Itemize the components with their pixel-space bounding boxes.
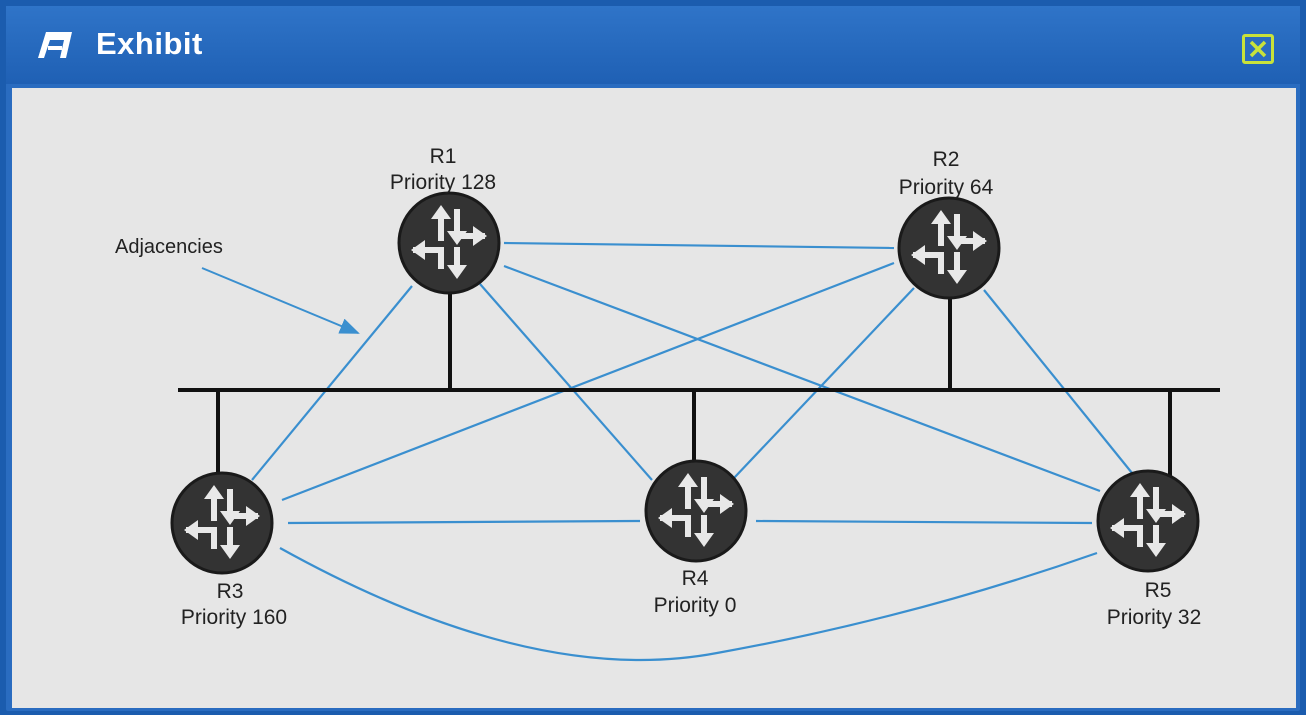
- router-icon: [1096, 469, 1200, 573]
- close-button[interactable]: [1242, 34, 1274, 64]
- router-r2-priority: Priority 64: [899, 176, 994, 199]
- adjacency-r1-r3: [251, 285, 413, 481]
- adjacency-r2-r4: [733, 287, 915, 479]
- router-r1-priority: Priority 128: [390, 171, 496, 194]
- router-icon: [644, 459, 748, 563]
- annotation-arrow: [201, 267, 360, 334]
- router-r3: [170, 471, 274, 575]
- title-bar: Exhibit: [6, 6, 1300, 84]
- router-r3-name: R3: [217, 580, 244, 603]
- network-diagram: Adjacencies: [115, 145, 1220, 662]
- exhibit-icon: [38, 32, 72, 58]
- router-r5-name: R5: [1145, 579, 1172, 602]
- adjacency-r3-r4: [287, 519, 641, 525]
- exhibit-window: Exhibit: [6, 6, 1300, 711]
- window-title: Exhibit: [96, 26, 203, 61]
- router-r4: [644, 459, 748, 563]
- adjacency-r4-r5: [755, 519, 1093, 525]
- router-icon: [897, 196, 1001, 300]
- router-r1-name: R1: [430, 145, 457, 168]
- router-r2: [897, 196, 1001, 300]
- router-r2-name: R2: [933, 148, 960, 171]
- adjacency-r2-r5: [983, 289, 1133, 474]
- router-icon: [170, 471, 274, 575]
- adjacency-r2-r3: [281, 261, 895, 502]
- adjacency-r3-r5: [279, 547, 1098, 662]
- router-icon: [397, 191, 501, 295]
- annotation-label: Adjacencies: [115, 236, 223, 258]
- router-r4-priority: Priority 0: [654, 594, 737, 617]
- router-r3-priority: Priority 160: [181, 606, 287, 629]
- diagram-canvas: Adjacencies: [12, 88, 1296, 708]
- router-r1: [397, 191, 501, 295]
- adjacency-links: [251, 241, 1133, 662]
- close-icon: [1249, 40, 1267, 58]
- adjacency-r1-r4: [479, 283, 653, 481]
- router-r5: [1096, 469, 1200, 573]
- shared-segment: [178, 288, 1220, 480]
- router-r5-priority: Priority 32: [1107, 606, 1202, 629]
- adjacency-r1-r5: [503, 264, 1101, 493]
- adjacency-r1-r2: [503, 241, 895, 250]
- router-r4-name: R4: [682, 567, 709, 590]
